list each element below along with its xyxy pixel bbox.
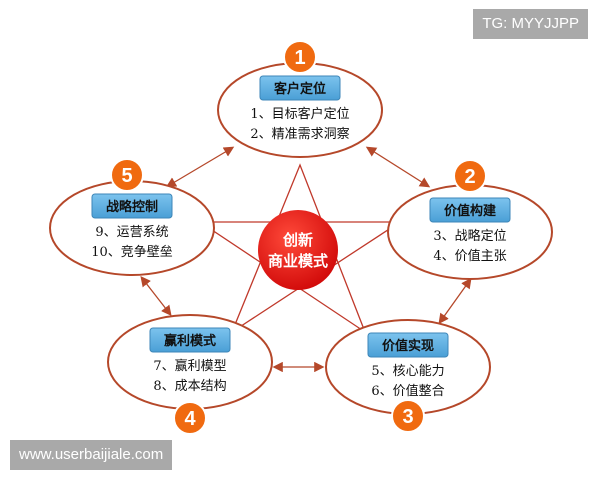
node-title: 价值实现 — [382, 338, 434, 354]
node-4: 赢利模式 7、赢利模型 8、成本结构 4 — [107, 314, 273, 435]
badge-number: 5 — [121, 165, 132, 187]
node-title-box — [429, 197, 511, 223]
node-item: 2、精准需求洞察 — [250, 127, 349, 142]
node-3: 价值实现 5、核心能力 6、价值整合 3 — [325, 319, 491, 433]
node-title-box — [91, 193, 173, 219]
badge-circle — [391, 399, 425, 433]
node-item: 1、目标客户定位 — [250, 106, 349, 122]
badge-number: 4 — [184, 408, 196, 430]
connector-arrows — [140, 146, 472, 373]
node-item: 8、成本结构 — [153, 379, 226, 394]
node-title: 客户定位 — [274, 81, 326, 97]
badge-number: 3 — [402, 406, 413, 428]
node-2: 价值构建 3、战略定位 4、价值主张 2 — [387, 159, 553, 280]
center-title-line1: 创新 — [282, 231, 313, 249]
node-title-box — [149, 327, 231, 353]
node-item: 6、价值整合 — [371, 383, 444, 399]
node-item: 4、价值主张 — [433, 248, 506, 264]
node-item: 7、赢利模型 — [153, 358, 226, 374]
node-item: 3、战略定位 — [433, 228, 506, 244]
badge-circle — [173, 401, 207, 435]
node-item: 5、核心能力 — [371, 364, 444, 379]
badge-circle — [453, 159, 487, 193]
node-title: 价值构建 — [444, 203, 496, 219]
node-item: 9、运营系统 — [95, 225, 168, 240]
center-circle — [258, 210, 338, 290]
badge-circle — [110, 158, 144, 192]
node-1: 客户定位 1、目标客户定位 2、精准需求洞察 1 — [217, 40, 383, 158]
node-title-box — [259, 75, 341, 101]
top-watermark: TG: MYYJJPP — [473, 9, 588, 39]
badge-number: 1 — [294, 47, 305, 69]
badge-circle — [283, 40, 317, 74]
bottom-watermark: www.userbaijiale.com — [10, 440, 173, 470]
center-title-line2: 商业模式 — [268, 252, 328, 270]
node-title: 战略控制 — [106, 199, 158, 215]
node-title-box — [367, 332, 449, 358]
node-5: 战略控制 9、运营系统 10、竞争壁垒 5 — [49, 158, 215, 276]
node-title: 赢利模式 — [164, 333, 216, 349]
node-item: 10、竞争壁垒 — [91, 244, 173, 260]
badge-number: 2 — [464, 166, 475, 188]
